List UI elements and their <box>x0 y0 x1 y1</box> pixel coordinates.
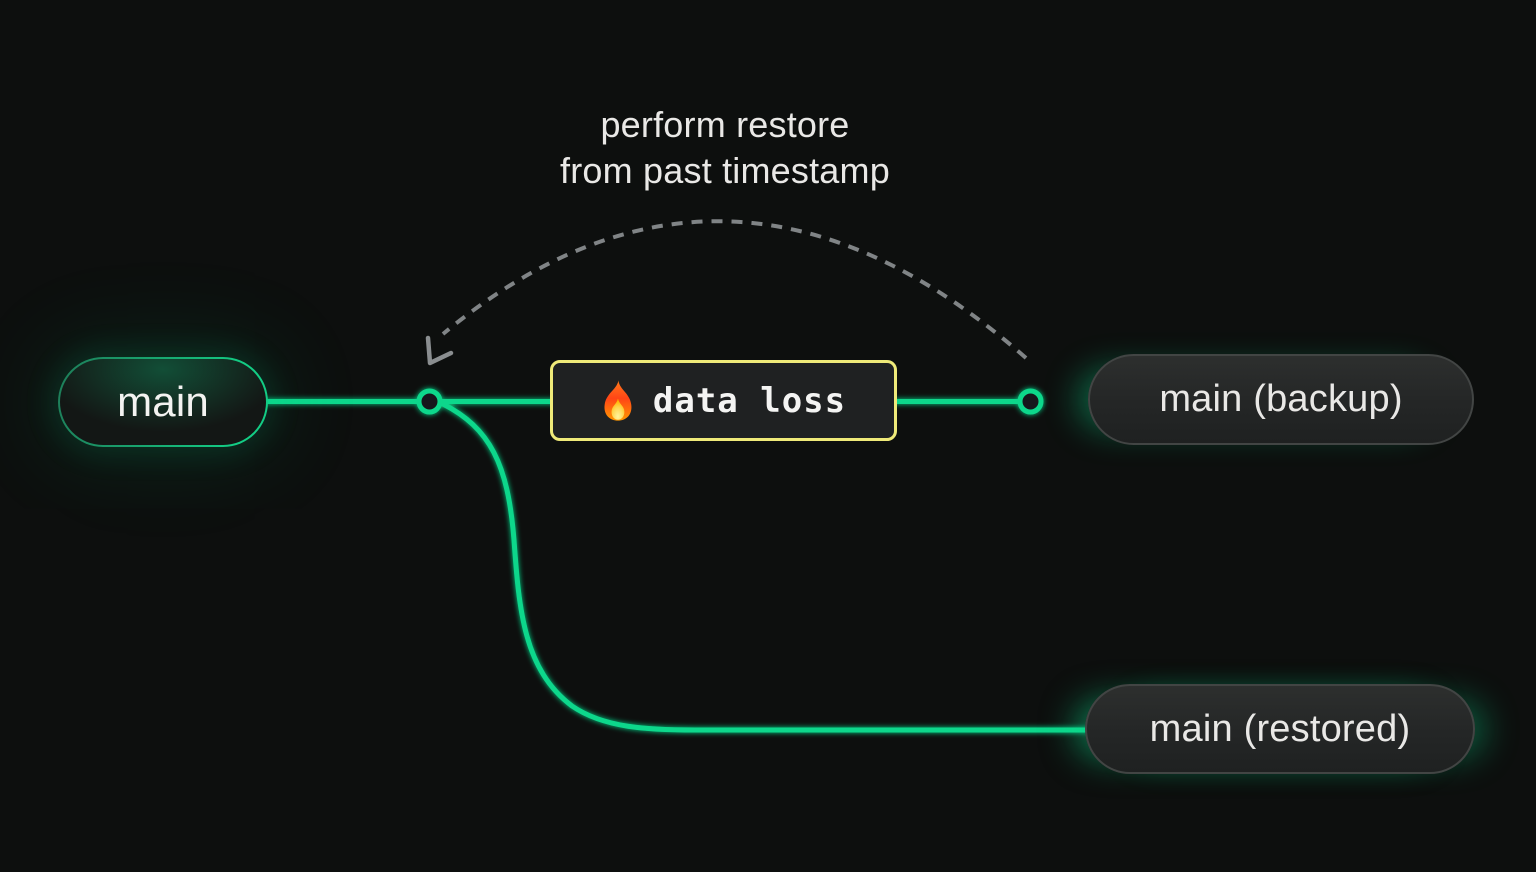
node-main-label: main <box>117 378 209 425</box>
node-main-restored-label: main (restored) <box>1149 707 1411 750</box>
arrowhead-icon <box>425 335 454 366</box>
commit-dot-right <box>1017 388 1044 415</box>
node-main: main <box>58 357 268 447</box>
data-loss-label: data loss <box>652 380 847 421</box>
restore-arc-dashed <box>441 219 1028 360</box>
node-main-restored: main (restored) <box>1085 684 1475 774</box>
node-data-loss: data loss <box>550 360 897 441</box>
node-main-backup-label: main (backup) <box>1159 378 1403 420</box>
commit-dot-left <box>416 388 443 415</box>
restore-branch-curve <box>440 401 1093 733</box>
restore-annotation-line2: from past timestamp <box>560 150 890 191</box>
restore-annotation: perform restore from past timestamp <box>560 102 890 194</box>
node-main-backup: main (backup) <box>1088 354 1474 445</box>
fire-icon <box>601 379 634 422</box>
restore-annotation-line1: perform restore <box>600 104 850 145</box>
